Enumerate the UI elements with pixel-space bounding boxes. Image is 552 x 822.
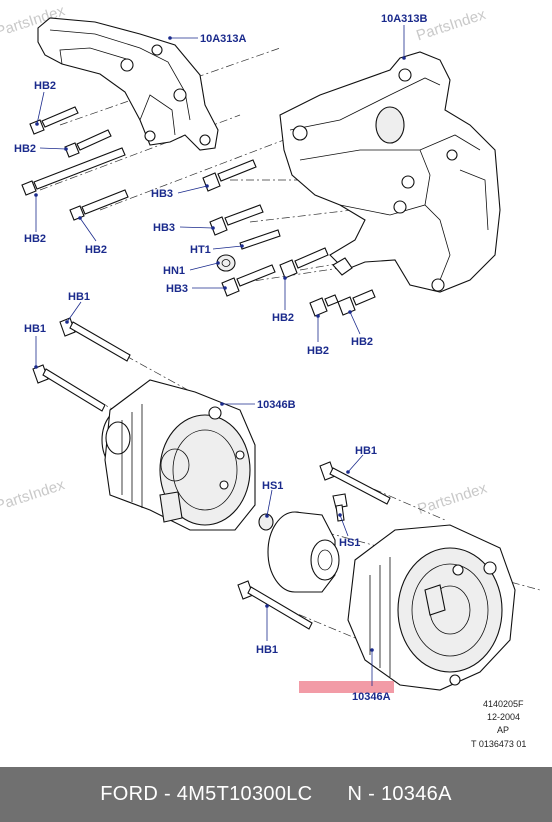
footer-brand-part: FORD - 4M5T10300LC <box>100 783 313 805</box>
hs1-parts <box>237 461 391 630</box>
leader-lines <box>35 25 405 686</box>
watermark-mid-right: PartsIndex <box>416 480 490 518</box>
label-hb2-1: HB2 <box>34 80 56 92</box>
meta-code: 4140205F <box>483 699 524 709</box>
label-hs1-1: HS1 <box>262 480 283 492</box>
bracket-10a313b <box>279 51 501 293</box>
watermark-top-right: PartsIndex <box>414 6 488 44</box>
label-hb1-1: HB1 <box>68 291 90 303</box>
label-hb2-5: HB2 <box>272 312 294 324</box>
label-hb1-3: HB1 <box>355 445 377 457</box>
callout-labels: 10A313A 10A313B HB2 HB2 HB2 HB2 HB3 HB3 … <box>14 13 428 703</box>
label-hn1: HN1 <box>163 265 185 277</box>
meta-region: AP <box>497 725 509 735</box>
label-hb3-2: HB3 <box>153 222 175 234</box>
drawing-metadata: 4140205F 12-2004 AP T 0136473 01 <box>471 699 526 749</box>
part-number-footer: FORD - 4M5T10300LC N - 10346A <box>0 767 552 822</box>
label-hb1-2: HB1 <box>24 323 46 335</box>
label-hb2-6: HB2 <box>307 345 329 357</box>
upper-bolts <box>21 106 376 317</box>
label-10346a: 10346A <box>352 691 391 703</box>
label-hb2-2: HB2 <box>14 143 36 155</box>
label-10a313a: 10A313A <box>200 33 247 45</box>
meta-ref: T 0136473 01 <box>471 739 526 749</box>
bracket-10a313a <box>37 17 219 151</box>
label-10346b: 10346B <box>257 399 296 411</box>
watermark-mid-left: PartsIndex <box>0 476 67 514</box>
footer-catalog-part: N - 10346A <box>347 783 452 805</box>
label-hb2-7: HB2 <box>351 336 373 348</box>
alternator-10346a <box>347 524 516 691</box>
label-hb1-4: HB1 <box>256 644 278 656</box>
parts-diagram: PartsIndex PartsIndex PartsIndex PartsIn… <box>0 2 541 749</box>
label-hs1-2: HS1 <box>339 537 360 549</box>
footer-spacer <box>312 783 347 806</box>
pulley <box>267 511 340 593</box>
label-ht1: HT1 <box>190 244 211 256</box>
label-hb3-3: HB3 <box>166 283 188 295</box>
alternator-10346b <box>101 379 256 531</box>
leader-dots <box>34 36 406 652</box>
label-hb2-4: HB2 <box>85 244 107 256</box>
meta-date: 12-2004 <box>487 712 520 722</box>
long-bolts-left <box>32 317 131 412</box>
label-hb3-1: HB3 <box>151 188 173 200</box>
label-hb2-3: HB2 <box>24 233 46 245</box>
highlight-bar <box>299 681 394 693</box>
label-10a313b: 10A313B <box>381 13 428 25</box>
